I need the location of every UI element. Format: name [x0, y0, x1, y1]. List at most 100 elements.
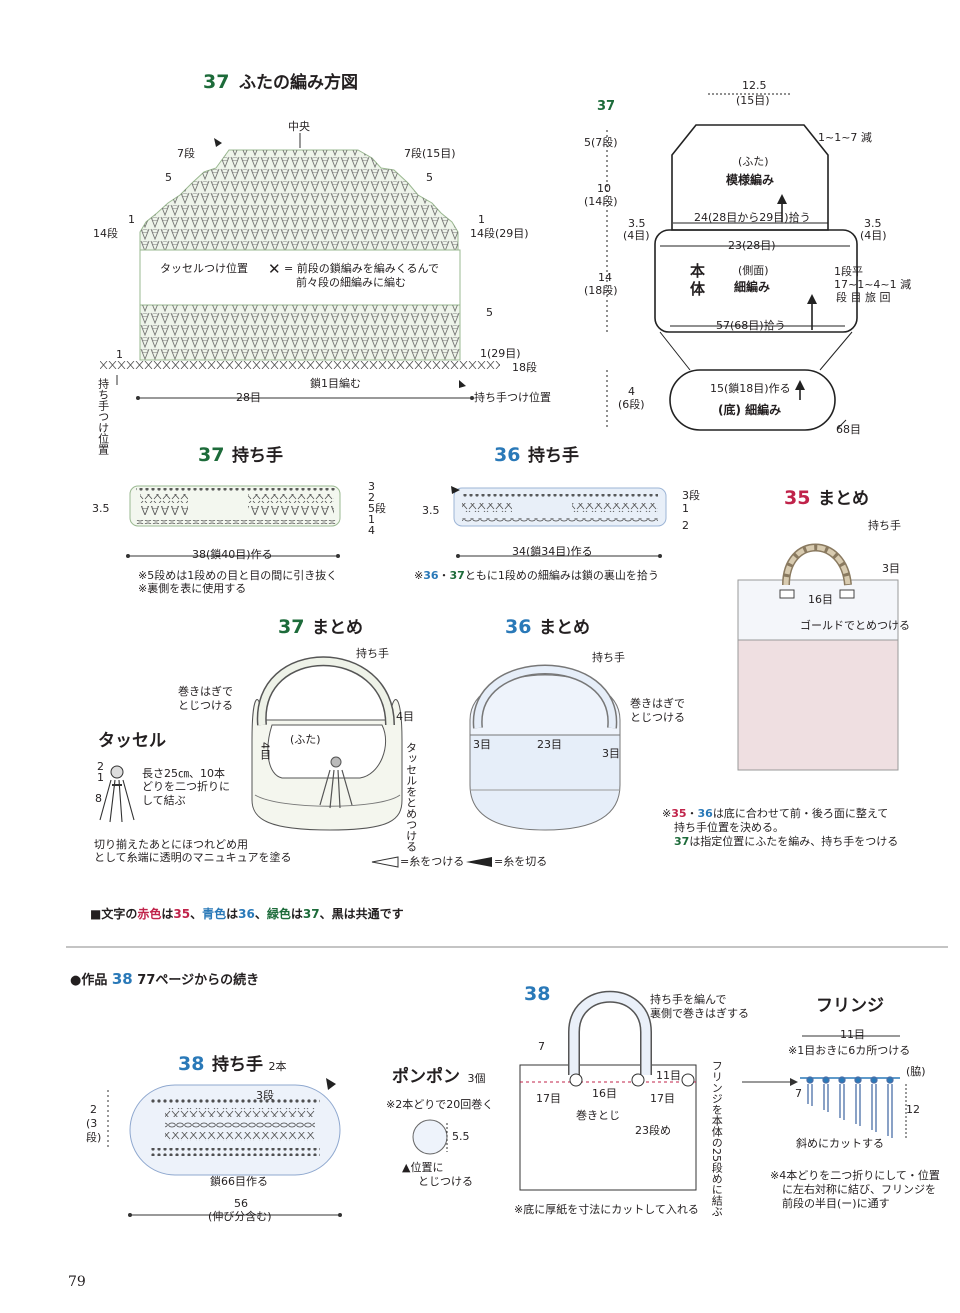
fringe-n7: 7 — [795, 1087, 802, 1100]
handle36-height: 3.5 — [422, 504, 440, 517]
fringe-side: (脇) — [906, 1065, 926, 1078]
bag37-side-pattern: 細編み — [734, 280, 771, 294]
lid-symbol-icon: ✕ — [268, 260, 281, 278]
lid-symbol-desc-1: = 前段の鎖編みを編みくるんで — [284, 262, 439, 275]
bag37-bottom-pickup: 57(68目)拾う — [716, 319, 786, 332]
handle37-chart-graphic — [126, 485, 341, 558]
handle38-r3: 3段 — [256, 1089, 274, 1102]
bag37-h1: 5(7段) — [584, 136, 618, 149]
fringe-foot2: に左右対称に結び、フリンジを — [782, 1183, 936, 1196]
legend-red-word: 赤色 — [137, 907, 162, 921]
finish36-st23: 23目 — [537, 738, 562, 751]
handle37-r4: 4 — [368, 524, 375, 537]
finish36-title-text: まとめ — [538, 618, 590, 638]
finish37-st4v: 4目 — [258, 742, 272, 760]
finish35-st3: 3目 — [882, 562, 900, 575]
finish36-st3r: 3目 — [602, 747, 620, 760]
handle38-chain: 鎖66目作る — [210, 1175, 268, 1188]
bag37-base-h-a: 4 — [628, 385, 635, 398]
finish36-st3l: 3目 — [473, 738, 491, 751]
handle38-len: 56 — [234, 1197, 248, 1210]
handle36-num: 36 — [494, 444, 521, 466]
finish-note-l2: 持ち手位置を決める。 — [674, 821, 784, 834]
fringe-foot1: ※4本どりを二つ折りにして・位置 — [770, 1169, 940, 1182]
handle37-note2: ※裏側を表に使用する — [138, 582, 247, 595]
handle36-note-n1: 36 — [423, 569, 439, 582]
tassel-n8: 8 — [95, 792, 102, 805]
lid-chart-title-text: ふたの編み方図 — [238, 73, 358, 93]
finish-note-n35: 35 — [671, 807, 687, 820]
bag37-inc-note-2: 17~1~4~1 減 — [834, 278, 912, 291]
lid-row7-right: 7段(15目) — [404, 147, 456, 160]
lid-width-label: 28目 — [236, 391, 261, 404]
legend-green-word: 緑色 — [266, 907, 291, 921]
bag37-lid-label: (ふた) — [738, 155, 769, 168]
handle36-title: 36 持ち手 — [494, 444, 579, 467]
lid-chart-title: 37 ふたの編み方図 — [203, 71, 358, 94]
bag38-st17r: 17目 — [650, 1092, 675, 1105]
handle37-r5: 5段 — [368, 502, 386, 515]
fringe-cut: 斜めにカットする — [796, 1137, 884, 1150]
bag37-dec-note: 1~1~7 減 — [818, 131, 872, 144]
pompom-pos1: ▲位置に — [402, 1161, 444, 1174]
bag37-top-w: 12.5 — [742, 79, 767, 92]
pompom-title: ポンポン — [392, 1067, 460, 1087]
lid-row14-right: 14段(29目) — [470, 227, 529, 240]
finish36-bag-graphic — [469, 664, 621, 831]
finish-note-l1-rest: は底に合わせて前・後ろ面に整えて — [712, 807, 889, 820]
finish37-wrap1: 巻きはぎで — [178, 685, 233, 698]
bag37-body-width: 23(28目) — [728, 239, 776, 252]
finish37-st4: 4目 — [396, 710, 414, 723]
handle38-h-b: (3 — [86, 1117, 98, 1130]
pompom-size: 5.5 — [452, 1130, 470, 1143]
legend-mid3: は — [290, 907, 303, 921]
lid-row5-left: 5 — [165, 171, 172, 184]
handle36-note: ※36・37ともに1段めの細編みは鎖の裏山を拾う — [414, 569, 659, 583]
handle38-title: 38 持ち手 2本 — [178, 1053, 287, 1076]
bag38-st11: 11目 — [656, 1069, 681, 1082]
legend-mid1: は — [161, 907, 174, 921]
bag37-side-left-b: (4目) — [623, 229, 650, 242]
finish-note-dot: ・ — [686, 807, 698, 820]
handle37-num: 37 — [198, 444, 225, 466]
handle38-qty: 2本 — [268, 1060, 287, 1073]
finish37-tassel-attach: タッセルをとめつける — [404, 742, 418, 852]
finish35-bag-graphic — [737, 543, 899, 771]
color-legend-note: ■文字の赤色は35、青色は36、緑色は37、黒は共通です — [90, 907, 404, 922]
handle37-title-text: 持ち手 — [231, 446, 283, 466]
tassel-title: タッセル — [98, 731, 166, 751]
finish37-bag-graphic — [251, 656, 403, 831]
yarn-join-label: =糸をつける — [400, 855, 465, 868]
lid-row5-right: 5 — [426, 171, 433, 184]
bag37-num: 37 — [597, 99, 616, 114]
bag38-wrap: 巻きとじ — [576, 1109, 620, 1122]
bag37-body-label: 本体 — [690, 262, 706, 298]
handle38-h-a: 2 — [90, 1103, 97, 1116]
bag38-fringe-side: フリンジを本体の25段めに結ぶ — [710, 1060, 724, 1217]
bag37-base-h-b: (6段) — [618, 398, 645, 411]
handle37-note1: ※5段めは1段めの目と目の間に引き抜く — [138, 569, 338, 582]
fringe-note1: ※1目おきに6カ所つける — [788, 1044, 911, 1057]
legend-suffix: 、黒は共通です — [319, 907, 404, 921]
tassel-n1: 1 — [97, 771, 104, 784]
handle37-title: 37 持ち手 — [198, 444, 283, 467]
bag37-side-label: (側面) — [738, 264, 769, 277]
bag37-top-st: (15目) — [736, 94, 770, 107]
pompom-pos2: とじつける — [418, 1175, 473, 1188]
legend-mid2: は — [226, 907, 239, 921]
legend-sep1: 、 — [190, 907, 203, 921]
handle38-chart-graphic — [107, 1078, 342, 1217]
tassel-foot2: として糸端に透明のマニュキュアを塗る — [94, 851, 292, 864]
handle36-note-dot: ・ — [438, 569, 450, 582]
finish37-title-text: まとめ — [311, 618, 363, 638]
lid-tassel-pos: タッセルつけ位置 — [160, 262, 248, 275]
bag37-inc-note-3: 段 目 旅 回 — [836, 291, 891, 304]
bag38-base-note: ※底に厚紙を寸法にカットして入れる — [514, 1203, 699, 1216]
lid-row1-bottom-right: 1(29目) — [480, 347, 521, 360]
lid-row5-bottom: 5 — [486, 306, 493, 319]
handle36-r1: 1 — [682, 502, 689, 515]
handle37-r3: 3 — [368, 480, 375, 493]
finish37-lid: (ふた) — [290, 733, 321, 746]
handle36-r2: 2 — [682, 519, 689, 532]
